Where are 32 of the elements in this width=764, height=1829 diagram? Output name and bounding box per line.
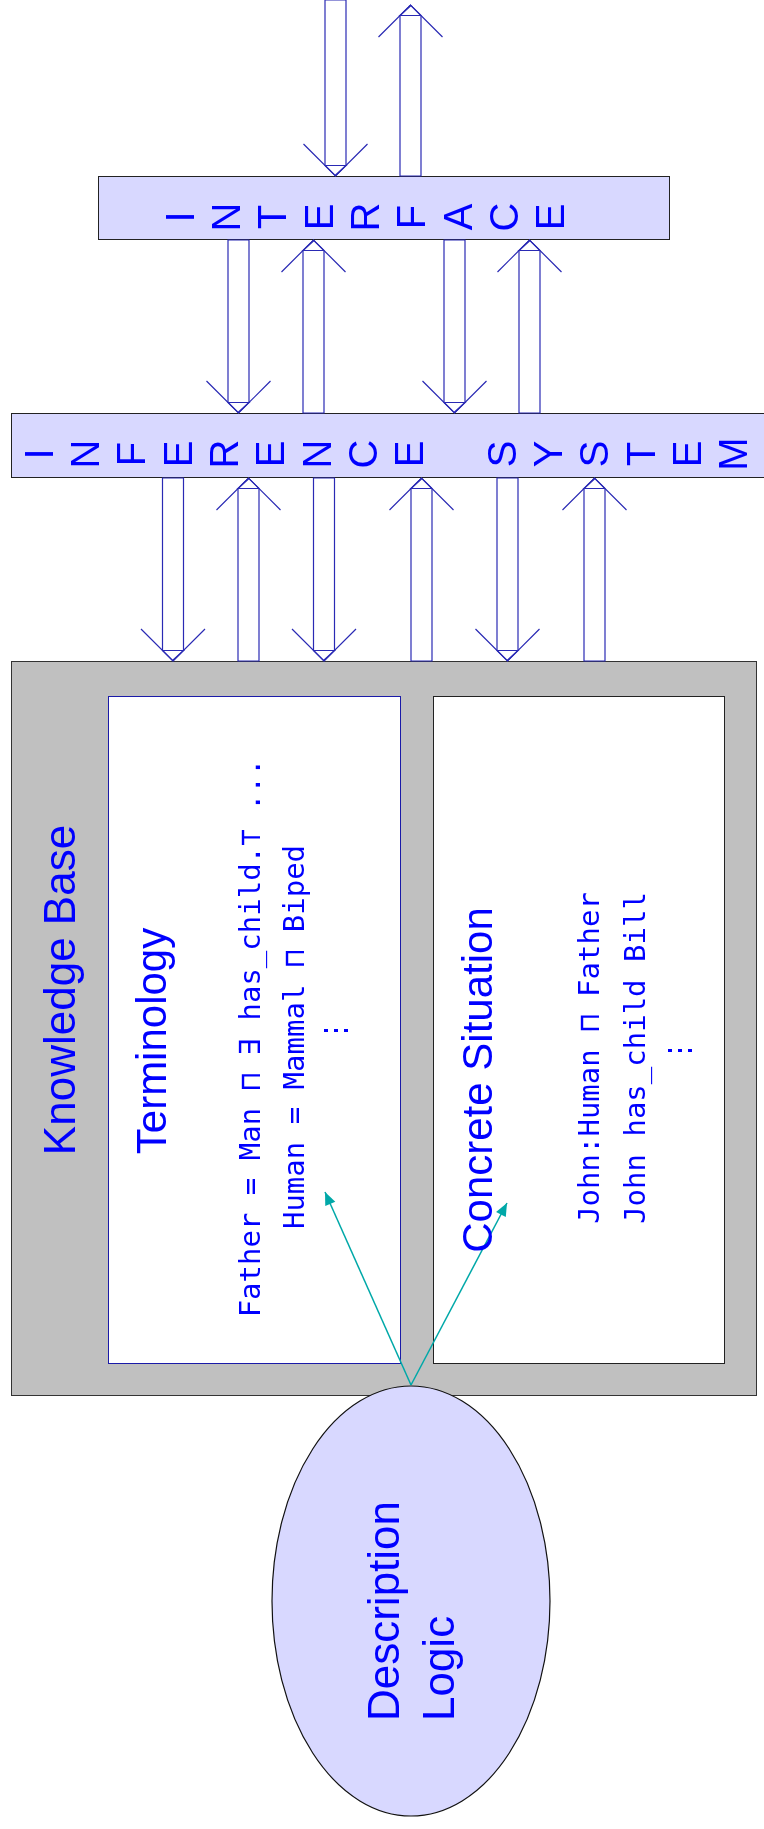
double-arrow: [388, 477, 455, 662]
box-label: INTERFACE: [156, 201, 573, 234]
concrete-situation-box: [433, 696, 725, 1364]
double-arrow: [561, 477, 628, 662]
box-label: INFERENCE SYSTEM: [15, 436, 756, 473]
formula: Human = Mammal ⊓ Biped: [276, 844, 313, 1230]
double-arrow: [280, 239, 347, 414]
assertion: John has_child Bill: [617, 892, 654, 1224]
panel-title: Knowledge Base: [34, 824, 86, 1156]
double-arrow: [215, 477, 282, 662]
double-arrow: [140, 477, 206, 662]
arrow: [410, 1202, 508, 1386]
inference-system-box: [11, 413, 764, 478]
double-arrow: [496, 239, 563, 414]
terminology-box: [108, 696, 401, 1364]
double-arrow: [421, 239, 488, 414]
interface-box: [98, 176, 670, 240]
description-logic-ellipse: [271, 1385, 551, 1817]
double-arrow: [291, 477, 357, 662]
knowledge-base-panel: [11, 661, 757, 1396]
ellipsis: ⋮: [661, 1035, 698, 1065]
double-arrow: [377, 4, 444, 177]
arrow: [324, 1191, 412, 1386]
ellipsis: ⋮: [317, 1015, 354, 1045]
section-heading: Terminology: [126, 927, 176, 1155]
double-arrow: [205, 239, 272, 414]
double-arrow: [302, 0, 369, 177]
ellipse-label: Description Logic: [358, 1500, 464, 1722]
section-heading: Concrete Situation: [452, 907, 502, 1253]
assertion: John:Human ⊓ Father: [571, 892, 608, 1224]
formula: Father = Man ⊓ ∃ has_child.⊤ ...: [232, 758, 269, 1318]
double-arrow: [474, 477, 541, 662]
